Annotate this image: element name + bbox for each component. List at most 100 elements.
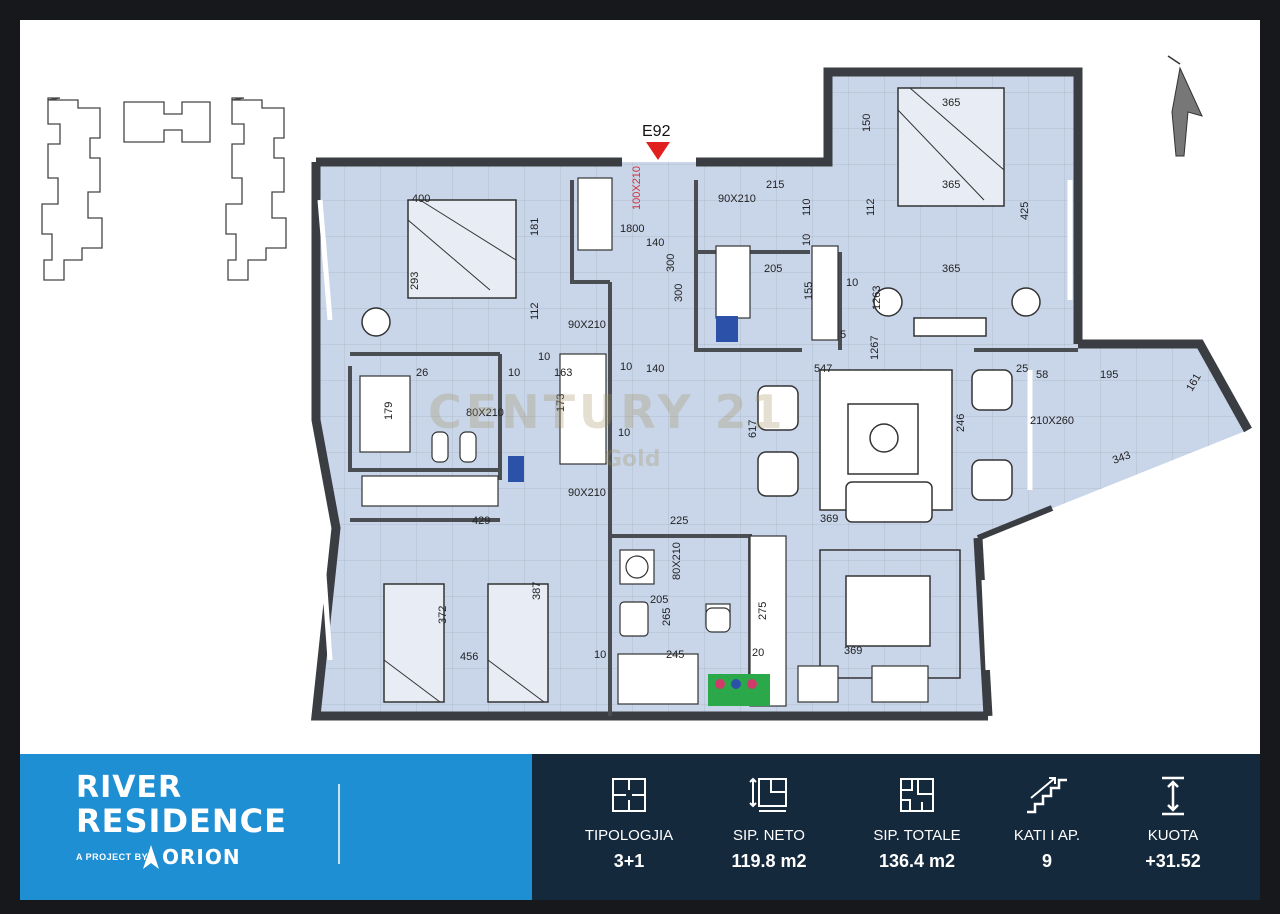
partitions xyxy=(348,180,1078,716)
dimension-label: 112 xyxy=(865,198,877,216)
bed-covers xyxy=(383,87,1005,703)
floor-plan: E92 400293181112101800140300140103001631… xyxy=(41,55,1252,721)
stat-label: KATI I AP. xyxy=(1013,827,1081,844)
developer-name: ORION xyxy=(162,845,241,869)
dimension-label: 1263 xyxy=(871,286,883,310)
stat-value: +31.52 xyxy=(1145,851,1201,871)
dimension-label: 110 xyxy=(801,198,813,216)
dimension-label: 1800 xyxy=(620,223,644,235)
dimension-label: 300 xyxy=(673,284,685,302)
dimension-label: 140 xyxy=(646,237,664,249)
room-area-icon xyxy=(749,777,787,812)
dimension-label: 205 xyxy=(764,263,782,275)
sofa-icon xyxy=(361,287,1041,679)
dimension-label: 245 xyxy=(666,649,684,661)
dimension-label: 293 xyxy=(409,272,421,290)
dimension-label: 20 xyxy=(752,647,764,659)
dimension-labels: 4002931811121018001403001401030016310173… xyxy=(383,97,1204,663)
brand-name-line2: RESIDENCE xyxy=(76,802,287,840)
brand-divider xyxy=(338,784,340,864)
dimension-label: 90X210 xyxy=(568,319,606,331)
dimension-label: 1267 xyxy=(869,336,881,360)
stat-value: 136.4 m2 xyxy=(878,851,956,871)
height-icon xyxy=(1162,776,1184,816)
dimension-label: 10 xyxy=(508,367,520,379)
stat-value: 9 xyxy=(1041,851,1052,871)
stat-total-area: SIP. TOTALE 136.4 m2 xyxy=(842,754,992,900)
dimension-label: 369 xyxy=(844,645,862,657)
dimension-label: 547 xyxy=(814,363,832,375)
stat-net-area: SIP. NETO 119.8 m2 xyxy=(694,754,844,900)
dimension-label: 369 xyxy=(820,513,838,525)
north-arrow-icon xyxy=(1167,55,1203,157)
dimension-label: 275 xyxy=(757,602,769,620)
dimension-label: 112 xyxy=(529,302,541,320)
brand-panel: RIVER RESIDENCE A PROJECT BY ORION xyxy=(20,754,532,900)
project-by-label: A PROJECT BY xyxy=(76,852,149,862)
dimension-label: 617 xyxy=(747,420,759,438)
dimension-label: 5 xyxy=(840,329,846,341)
stat-label: SIP. TOTALE xyxy=(873,827,961,844)
dimension-label: 10 xyxy=(846,277,858,289)
watermark: CENTURY 21 Gold xyxy=(428,385,787,472)
stairs-icon xyxy=(1027,777,1067,814)
watermark-line2: Gold xyxy=(604,447,660,472)
wardrobe-icon xyxy=(361,177,839,507)
dimension-label: 225 xyxy=(670,515,688,527)
dimension-label: 429 xyxy=(472,515,490,527)
stat-floor: KATI I AP. 9 xyxy=(972,754,1122,900)
dimension-label: 195 xyxy=(1100,369,1118,381)
stat-typology: TIPOLOGJIA 3+1 xyxy=(554,754,704,900)
dimension-label: 400 xyxy=(412,193,430,205)
dimension-label: 10 xyxy=(620,361,632,373)
dimension-label: 210X260 xyxy=(1030,415,1074,427)
bathroom-fixtures xyxy=(359,375,929,707)
dimension-label: 140 xyxy=(646,363,664,375)
dimension-label: 181 xyxy=(529,218,541,236)
dimension-label: 173 xyxy=(555,394,567,412)
dimension-label: 155 xyxy=(803,282,815,300)
dimension-label: 90X210 xyxy=(718,193,756,205)
entrance-label: E92 xyxy=(642,123,671,140)
building-keyplan xyxy=(41,97,287,281)
windows xyxy=(317,180,1073,671)
dimension-label: 90X210 xyxy=(568,487,606,499)
stat-value: 3+1 xyxy=(613,851,645,871)
dimension-label: 300 xyxy=(665,254,677,272)
dimension-label: 25 xyxy=(1016,363,1028,375)
dimension-label: 179 xyxy=(383,402,395,420)
floorplan-icon xyxy=(612,778,646,812)
dimension-label: 163 xyxy=(554,367,572,379)
dimension-label: 26 xyxy=(416,367,428,379)
dimension-label: 246 xyxy=(955,414,967,432)
dimension-label: 205 xyxy=(650,594,668,606)
watermark-line1: CENTURY 21 xyxy=(428,385,787,439)
dimension-label: 80X210 xyxy=(466,407,504,419)
dimension-label: 10 xyxy=(594,649,606,661)
stat-label: SIP. NETO xyxy=(733,827,805,844)
dimension-label: 58 xyxy=(1036,369,1048,381)
orion-logo-icon xyxy=(143,845,159,869)
dimension-label: 387 xyxy=(531,582,543,600)
dimension-label: 365 xyxy=(942,97,960,109)
dimension-label: 100X210 xyxy=(631,166,643,210)
dimension-label: 10 xyxy=(538,351,550,363)
dimension-label: 456 xyxy=(460,651,478,663)
dimension-label: 365 xyxy=(942,263,960,275)
dimension-label: 215 xyxy=(766,179,784,191)
dimension-label: 80X210 xyxy=(671,542,683,580)
dimension-label: 343 xyxy=(1111,449,1132,467)
entrance-marker: E92 xyxy=(642,123,671,160)
walls xyxy=(310,67,1252,721)
appliance-blocks xyxy=(508,316,770,706)
dimension-label: 425 xyxy=(1019,202,1031,220)
stats-panel: TIPOLOGJIA 3+1 SIP. NETO 119.8 m2 SIP. T… xyxy=(532,754,1260,900)
dimension-label: 150 xyxy=(861,114,873,132)
stat-label: KUOTA xyxy=(1147,827,1199,844)
dimension-label: 10 xyxy=(801,234,813,246)
stat-label: TIPOLOGJIA xyxy=(584,827,674,844)
brand-name-line1: RIVER xyxy=(76,770,183,805)
total-area-icon xyxy=(900,778,934,812)
dimension-label: 10 xyxy=(618,427,630,439)
